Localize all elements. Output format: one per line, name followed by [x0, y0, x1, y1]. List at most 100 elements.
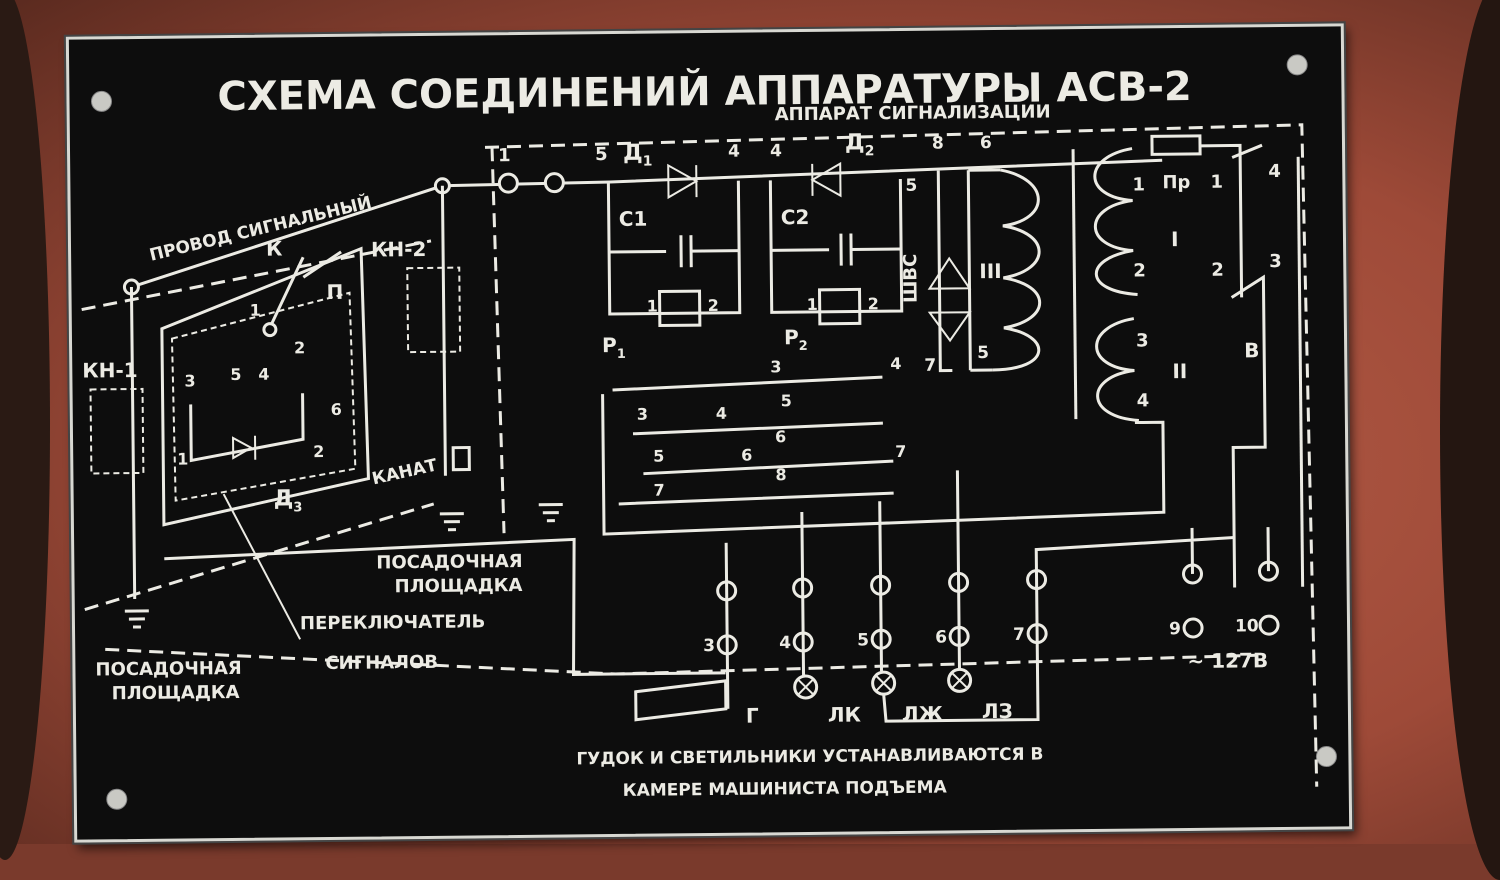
terminal-label: 4 — [890, 354, 901, 373]
terminal-label: 2 — [1133, 260, 1146, 281]
lamp-lk-label: ЛК — [828, 702, 862, 726]
switch-b-label: В — [1244, 338, 1260, 362]
rope-label: КАНАТ — [370, 455, 439, 489]
terminal-label: 4 — [1268, 161, 1281, 182]
screw-bottom-right — [1316, 746, 1336, 766]
terminal-label: 6 — [741, 446, 752, 465]
ground-left-icon — [125, 611, 149, 627]
landing-left-label-2: ПЛОЩАДКА — [112, 682, 240, 704]
terminal-label: 4 — [728, 142, 740, 162]
apparatus-frame-left — [492, 147, 504, 533]
terminal-label: 8 — [932, 134, 944, 154]
lamp-lzh — [873, 672, 895, 694]
diode-d2-label: Д2 — [845, 130, 875, 159]
landing-left-label-1: ПОСАДОЧНАЯ — [95, 658, 241, 681]
landing-mid-label-2: ПЛОЩАДКА — [394, 575, 522, 597]
terminal-1 — [499, 174, 517, 192]
horn-g — [636, 681, 726, 720]
terminal-label: 6 — [775, 427, 786, 446]
coil-i-label: I — [1171, 227, 1179, 251]
relay-r2 — [820, 289, 860, 323]
terminal-label: 3 — [1269, 251, 1282, 272]
terminal-label: 2 — [1211, 260, 1224, 281]
terminal-label: 5 — [653, 446, 664, 465]
ground-mid-icon — [539, 505, 563, 521]
terminal-label: 2 — [313, 442, 324, 461]
terminal-label: 6 — [980, 133, 992, 153]
terminal-label: 6 — [331, 400, 342, 419]
diode-d1-label: Д1 — [623, 141, 653, 170]
terminal-label: 10 — [1235, 616, 1259, 636]
terminal-label: 4 — [779, 633, 791, 653]
switch-k-label: К — [266, 236, 283, 260]
terminal-label: 5 — [595, 144, 608, 165]
button-kn2-label: КН-2 — [371, 237, 427, 262]
lamp-lk — [795, 676, 817, 698]
switch-b-wire — [1200, 145, 1267, 588]
button-kn2 — [407, 268, 460, 353]
terminal-label: 5 — [977, 343, 989, 363]
subtitle-signal-apparatus: АППАРАТ СИГНАЛИЗАЦИИ — [775, 101, 1051, 125]
terminal-label: 7 — [1013, 625, 1025, 645]
capacitor-c2 — [771, 233, 901, 266]
coil-ii-label: II — [1172, 359, 1187, 383]
terminal-label: 5 — [857, 630, 869, 650]
terminal-label: 2 — [708, 296, 719, 315]
terminal-5 — [545, 174, 563, 192]
shvs-label: ШВС — [900, 254, 922, 303]
terminal-label: 4 — [716, 404, 727, 423]
capacitor-c1 — [609, 235, 739, 268]
switch-leader-line — [224, 493, 301, 640]
voltage-label: ~ 127В — [1187, 648, 1268, 673]
diode-d3 — [233, 436, 255, 460]
capacitor-c2-label: С2 — [781, 205, 810, 229]
coil-i — [1095, 149, 1138, 295]
c1-r1-block — [608, 181, 739, 314]
terminal-label: 3 — [637, 405, 648, 424]
terminal-label: 1 — [807, 295, 818, 314]
footer-note-line-2: КАМЕРЕ МАШИНИСТА ПОДЪЕМА — [623, 778, 948, 801]
terminal-label: 6 — [935, 628, 947, 648]
screw-top-left — [91, 91, 111, 111]
button-kn1 — [91, 389, 144, 474]
ground-rope-icon — [440, 514, 464, 530]
button-kn1-label: КН-1 — [82, 358, 138, 383]
rope-clamp-icon — [453, 448, 469, 470]
terminal-label: 5 — [905, 176, 917, 196]
terminal-label: 4 — [770, 141, 782, 161]
diode-d3-label: Д3 — [274, 486, 303, 515]
relay-r2-label: Р2 — [784, 325, 808, 354]
switch-label-1: ПЕРЕКЛЮЧАТЕЛЬ — [300, 611, 486, 634]
terminal-label: 7 — [924, 356, 936, 376]
terminal-label: 8 — [775, 465, 786, 484]
wiring-diagram: СХЕМА СОЕДИНЕНИЙ АППАРАТУРЫ АСВ-2 АППАРА… — [69, 26, 1343, 833]
horn-g-label: Г — [746, 703, 759, 727]
terminal-label: 3 — [770, 357, 781, 376]
nameplate: СХЕМА СОЕДИНЕНИЙ АППАРАТУРЫ АСВ-2 АППАРА… — [66, 23, 1352, 842]
transformer-core — [1073, 149, 1076, 419]
fuse-pr — [1152, 136, 1200, 155]
terminal-label: 5 — [781, 391, 792, 410]
terminal-label: 2 — [294, 338, 305, 357]
screw-bottom-left — [107, 789, 127, 809]
terminal-label: 5 — [230, 365, 241, 384]
terminal-label: 3 — [1136, 330, 1149, 351]
terminal-label: 4 — [258, 365, 269, 384]
capacitor-c1-label: С1 — [619, 207, 648, 231]
terminal-label: 9 — [1169, 619, 1181, 639]
relay-r1-label: Р1 — [602, 333, 626, 362]
terminal-label: 3 — [184, 371, 195, 390]
switch-label-2: СИГНАЛОВ — [325, 652, 438, 674]
terminal-label: 1 — [647, 297, 658, 316]
right-feed-wire — [1298, 157, 1303, 587]
terminal-label: 7 — [895, 442, 906, 461]
lamp-lz — [948, 669, 970, 691]
terminal-label: 3 — [703, 636, 715, 656]
coil-ii — [1096, 319, 1139, 421]
switch-p-label: П — [326, 280, 343, 304]
shvs-diodes — [929, 258, 970, 340]
node — [264, 324, 276, 336]
terminal-label: 1 — [177, 449, 188, 468]
coil-iii-label: III — [979, 259, 1002, 283]
diode-d1 — [668, 165, 696, 197]
